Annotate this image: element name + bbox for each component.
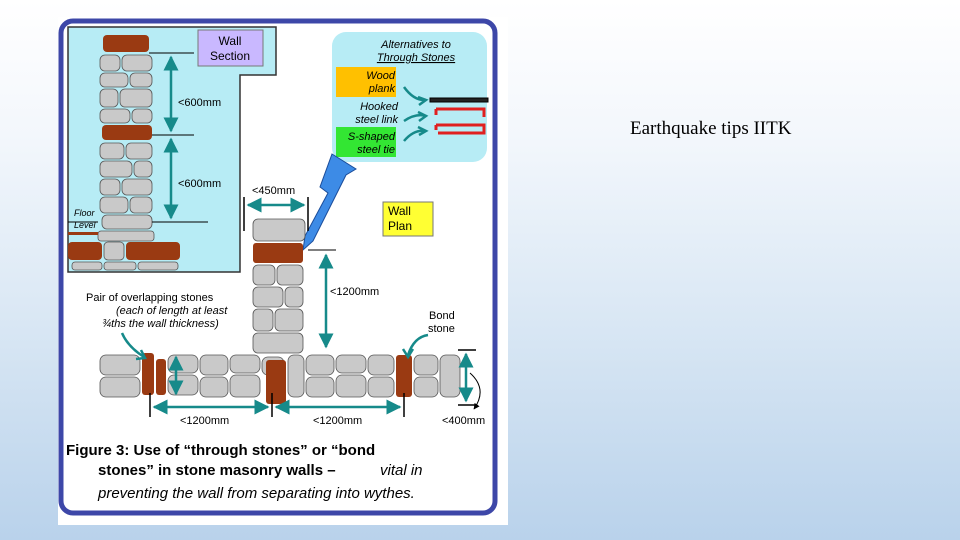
plan-dimension-lines — [149, 197, 481, 417]
s-tie-label-line1: S-shaped — [348, 131, 396, 143]
caption-line3: preventing the wall from separating into… — [97, 485, 415, 502]
s-tie-label-box — [336, 127, 396, 157]
dim-1200-left: <1200mm — [180, 415, 229, 427]
wall-section-label-box — [197, 29, 264, 67]
slide-caption: Earthquake tips IITK — [630, 118, 792, 139]
overlap-note-line2: (each of length at least — [116, 305, 228, 317]
dim-600-upper: <600mm — [178, 97, 221, 109]
wall-plan-horizontal-stones — [99, 353, 461, 404]
caption-line2-bold: stones” in stone masonry walls – — [98, 462, 336, 479]
hooked-link-label-line2: steel link — [355, 114, 398, 126]
floor-level-label-line1: Floor — [74, 208, 96, 218]
section-dimension-lines — [149, 52, 194, 223]
bond-stone-label-line2: stone — [428, 323, 455, 335]
alternatives-pointer-arrows — [402, 86, 429, 142]
wall-plan-vertical-stones — [252, 218, 306, 354]
overlap-note-line1: Pair of overlapping stones — [86, 292, 214, 304]
label-pointer-arrows — [120, 332, 429, 361]
s-tie-label-line2: steel tie — [357, 144, 395, 156]
wall-section-label-line1: Wall — [219, 34, 242, 48]
dim-400: <400mm — [442, 415, 485, 427]
caption-line1: Figure 3: Use of “through stones” or “bo… — [66, 442, 375, 459]
wood-plank-label-line2: plank — [368, 83, 396, 95]
wood-plank-label-box — [336, 67, 396, 97]
overlap-note-line3: ¾ths the wall thickness) — [102, 318, 219, 330]
wall-plan-label-line2: Plan — [388, 219, 412, 233]
dim-450: <450mm — [252, 185, 295, 197]
alternative-tie-drawings — [429, 97, 489, 135]
bond-stone-label-line1: Bond — [429, 310, 455, 322]
dim-1200-vertical: <1200mm — [330, 286, 379, 298]
alternatives-title-line1: Alternatives to — [380, 39, 451, 51]
wood-plank-label-line1: Wood — [366, 70, 396, 82]
caption-line2-vital: vital in — [380, 462, 423, 479]
dim-600-lower: <600mm — [178, 178, 221, 190]
wall-diagram-figure: <600mm <600mm Floor Level Wall Section A… — [58, 17, 508, 525]
dim-1200-right: <1200mm — [313, 415, 362, 427]
wall-plan-label-line1: Wall — [388, 204, 411, 218]
alternatives-title-line2: Through Stones — [377, 52, 456, 64]
hooked-link-label-line1: Hooked — [360, 101, 399, 113]
wall-section-stones — [68, 35, 208, 271]
floor-level-label-line2: Level — [74, 220, 97, 230]
wall-section-label-line2: Section — [210, 49, 250, 63]
wall-plan-label-box — [382, 201, 434, 237]
